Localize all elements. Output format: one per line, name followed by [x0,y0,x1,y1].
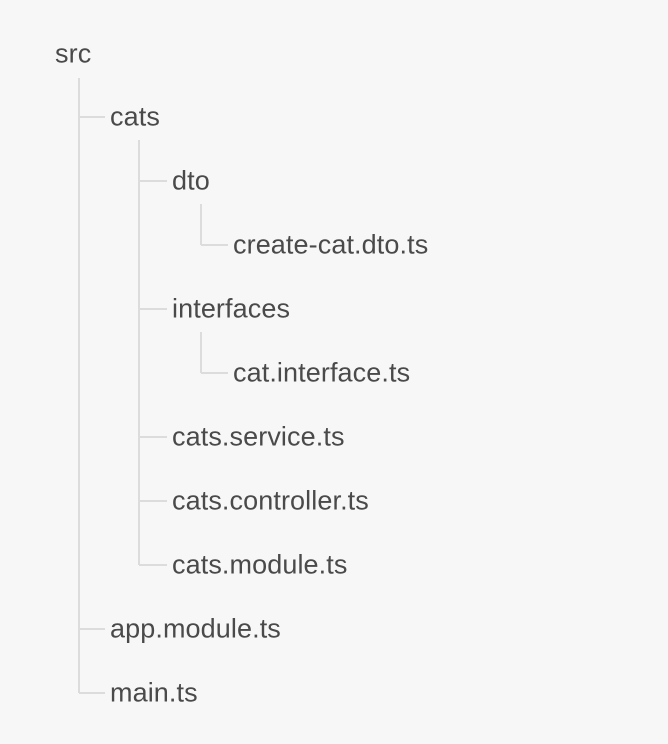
tree-file-cats-controller-ts[interactable]: cats.controller.ts [172,485,369,516]
tree-file-app-module-ts[interactable]: app.module.ts [110,613,281,644]
tree-folder-interfaces[interactable]: interfaces [172,293,291,324]
tree-file-create-cat-dto-ts[interactable]: create-cat.dto.ts [233,229,429,260]
tree-folder-src[interactable]: src [55,38,92,69]
tree-file-cats-module-ts[interactable]: cats.module.ts [172,549,348,580]
tree-file-cat-interface-ts[interactable]: cat.interface.ts [233,357,411,388]
tree-folder-dto[interactable]: dto [172,165,210,196]
tree-file-cats-service-ts[interactable]: cats.service.ts [172,421,345,452]
tree-file-main-ts[interactable]: main.ts [110,677,198,708]
tree-folder-cats[interactable]: cats [110,101,160,132]
